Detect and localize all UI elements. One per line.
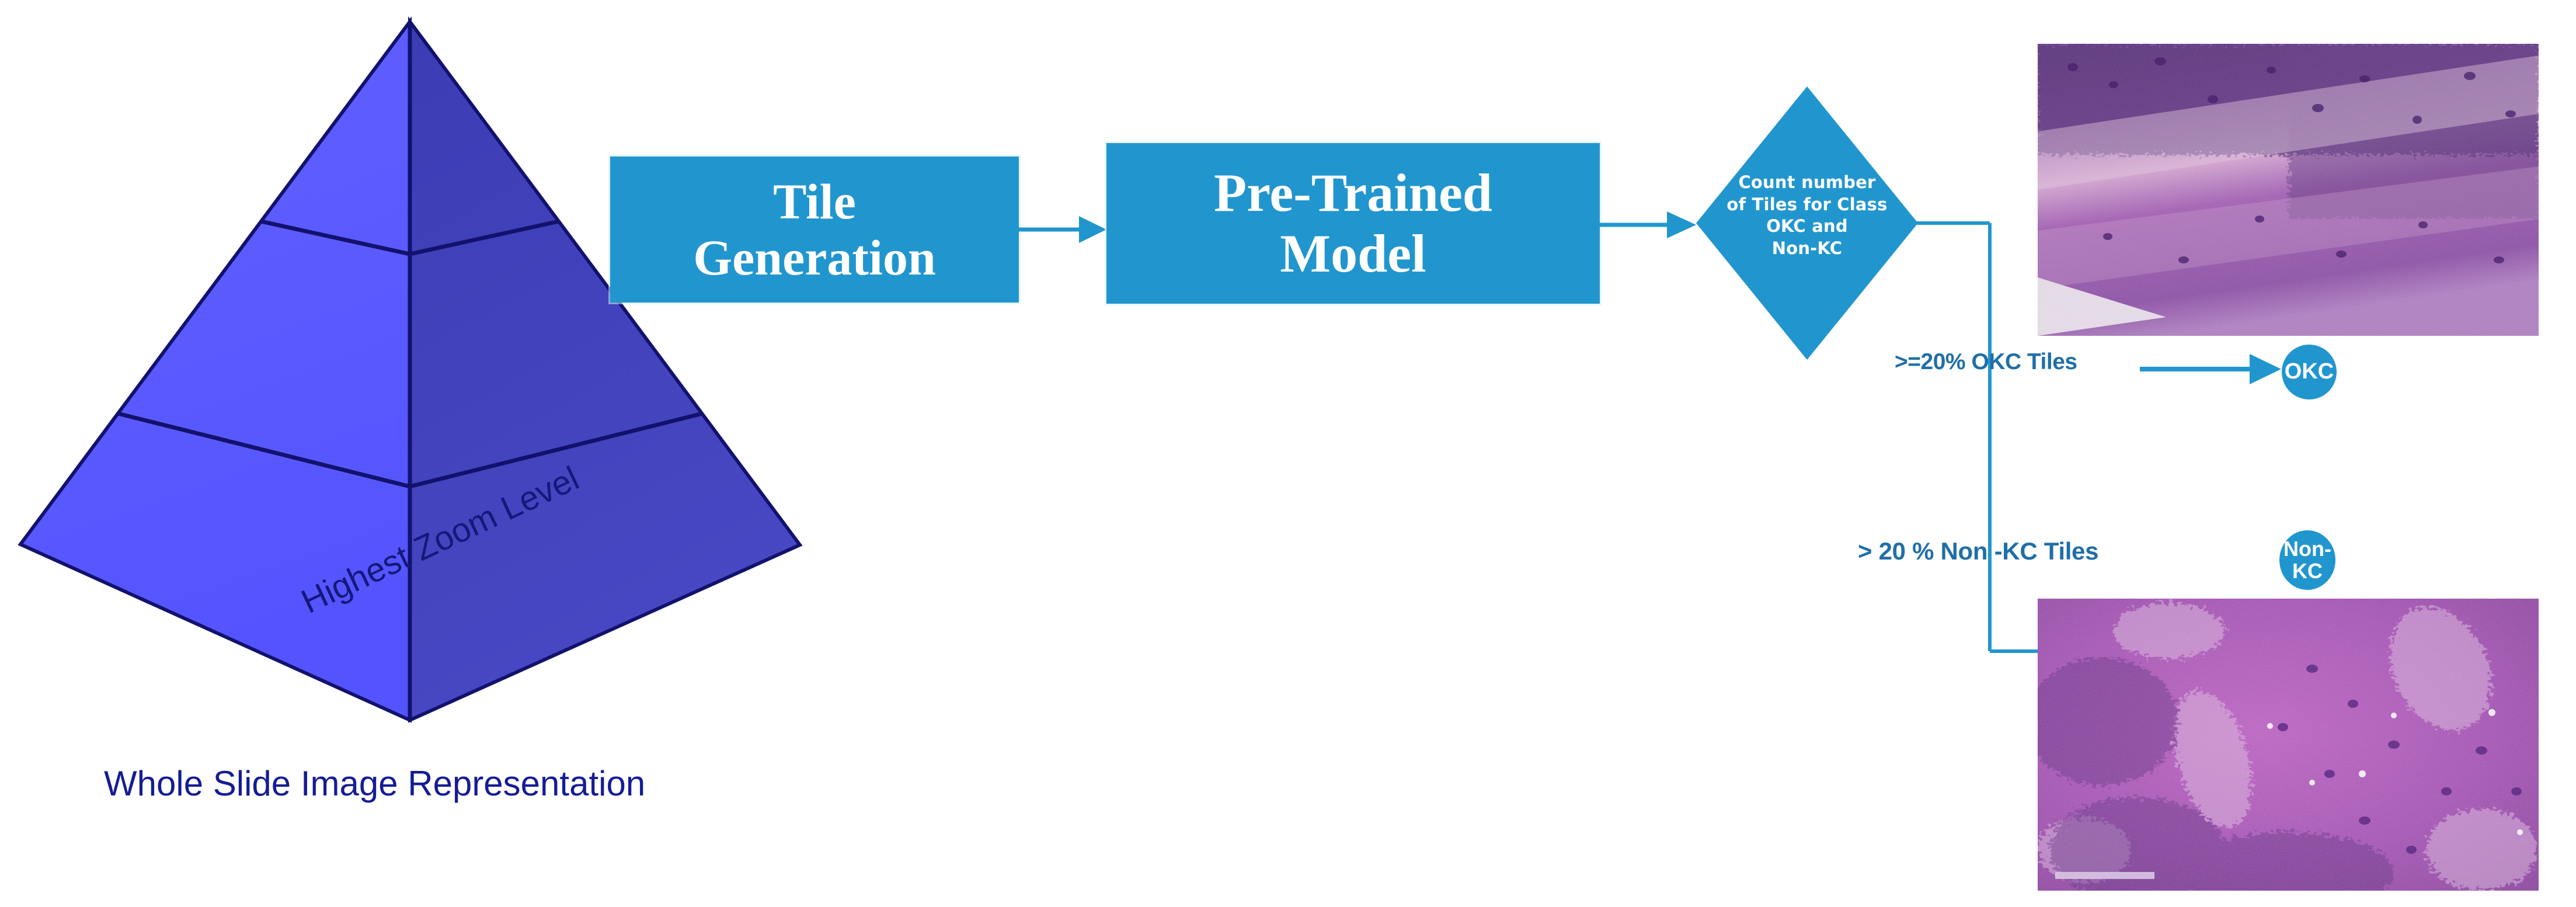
pyramid-level-divider-2 <box>117 411 703 489</box>
decision-label: Count number of Tiles for Class OKC and … <box>1726 172 1888 259</box>
result-badge-okc[interactable]: OKC <box>2282 345 2337 399</box>
tile-generation-label: Tile Generation <box>693 173 936 286</box>
arrow-right-icon-1 <box>1019 216 1106 243</box>
arrow-right-icon-2 <box>1600 211 1696 238</box>
arrow-right-icon-okc <box>2140 354 2281 384</box>
branch-label-non-kc: > 20 % Non -KC Tiles <box>1858 537 2099 565</box>
pretrained-model-box[interactable]: Pre-Trained Model <box>1106 143 1600 304</box>
wsi-caption: Whole Slide Image Representation <box>104 764 646 803</box>
histology-image-non-kc <box>2038 599 2539 891</box>
branch-label-okc: >=20% OKC Tiles <box>1895 349 2077 374</box>
result-badge-non-kc[interactable]: Non- KC <box>2279 530 2335 590</box>
pyramid-level-divider-1 <box>260 219 559 256</box>
result-badge-non-kc-label: Non- KC <box>2283 537 2331 583</box>
histology-image-okc <box>2038 44 2539 336</box>
tile-generation-box[interactable]: Tile Generation <box>610 157 1019 303</box>
pyramid-left-face <box>18 16 412 723</box>
decision-diamond[interactable]: Count number of Tiles for Class OKC and … <box>1696 86 1918 360</box>
pretrained-model-label: Pre-Trained Model <box>1214 163 1492 283</box>
pyramid-right-face <box>408 16 803 723</box>
elbow-connector-icon <box>1915 221 2042 653</box>
wsi-pyramid <box>18 16 803 723</box>
result-badge-okc-label: OKC <box>2284 359 2334 384</box>
